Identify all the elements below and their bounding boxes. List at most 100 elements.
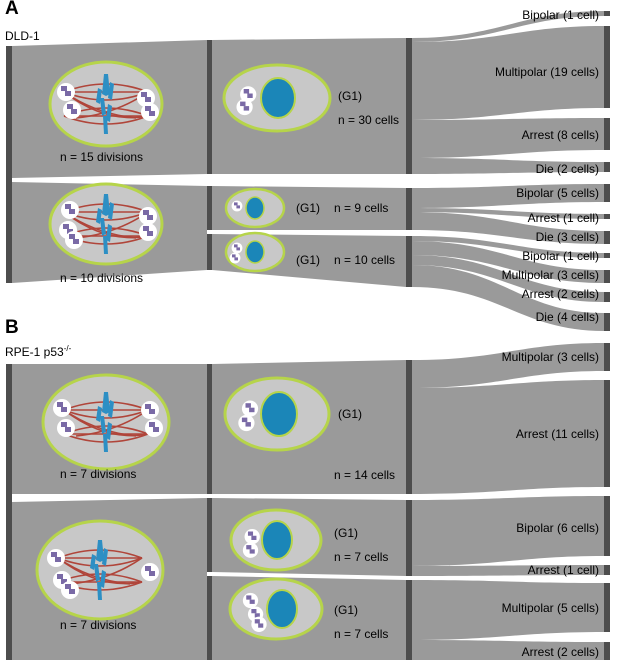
count-label-b2a: n = 7 cells [334, 550, 388, 564]
flow-b-arrest2 [412, 640, 604, 660]
node-bar-a1-mid [207, 40, 212, 174]
outcome-label-a-bipolar5: Bipolar (5 cells) [516, 186, 599, 200]
g1-cell-a2b [224, 231, 286, 273]
flow-a-bipolar1 [412, 11, 604, 42]
flow-a-die2 [412, 158, 604, 174]
outcome-bar-a-multipolar19 [604, 26, 610, 108]
outcome-label-b-arrest2: Arrest (2 cells) [522, 645, 599, 659]
node-bar-b1-mid [207, 364, 212, 494]
outcome-bar-a-die3 [604, 231, 610, 244]
outcome-label-b-arrest11: Arrest (11 cells) [516, 427, 599, 441]
divisions-label-b1: n = 7 divisions [60, 467, 136, 481]
outcome-label-b-multipolar5: Multipolar (5 cells) [502, 601, 599, 615]
g1-cell-a2a [224, 187, 286, 229]
outcome-bar-a-multipolar3 [604, 270, 610, 283]
node-bar-a2a-mid [207, 186, 212, 230]
node-bar-a2b-mid [207, 234, 212, 270]
g1-cell-b2b [228, 577, 324, 641]
cell-line-label-a: DLD-1 [5, 29, 40, 43]
flow-a-bipolar1b [412, 236, 604, 258]
flow-b-multipolar3 [412, 343, 604, 388]
panel-letter-b: B [5, 317, 19, 338]
node-bars-b [6, 343, 610, 660]
flow-a-bipolar5 [412, 184, 604, 208]
phase-label-b1: (G1) [338, 407, 362, 421]
outcome-bar-b-multipolar5 [604, 583, 610, 632]
outcome-label-a-bipolar1: Bipolar (1 cell) [522, 8, 599, 22]
divisions-label-a1: n = 15 divisions [60, 150, 143, 164]
outcome-label-a-die3: Die (3 cells) [536, 230, 599, 244]
node-bar-b-start [6, 364, 12, 660]
panel-a: A DLD-1 [5, 0, 610, 331]
outcome-bar-b-arrest1 [604, 565, 610, 575]
mitotic-cell-b2 [35, 519, 165, 621]
outcome-label-b-bipolar6: Bipolar (6 cells) [516, 521, 599, 535]
node-bar-a1-right [406, 38, 412, 174]
flow-b-multipolar5 [412, 580, 604, 640]
mitotic-cell-b1 [41, 373, 171, 471]
divisions-label-a2: n = 10 divisions [60, 271, 143, 285]
node-bars-a [6, 11, 610, 331]
outcome-bar-a-bipolar5 [604, 184, 610, 202]
flow-a-multipolar3 [412, 241, 604, 283]
mitotic-cell-a1 [48, 60, 164, 148]
outcome-label-b-multipolar3: Multipolar (3 cells) [502, 350, 599, 364]
g1-cell-b1 [223, 376, 331, 452]
g1-cell-a1 [222, 63, 332, 133]
outcome-bar-b-bipolar6 [604, 496, 610, 556]
panel-b: B RPE-1 p53-/- [5, 317, 610, 660]
flow-a-arrest2 [412, 255, 604, 302]
phase-label-a2a: (G1) [296, 201, 320, 215]
flow-b-arrest11 [412, 380, 604, 494]
outcome-labels-b: Multipolar (3 cells) Arrest (11 cells) B… [502, 350, 599, 659]
flow-a-arrest1 [412, 208, 604, 219]
flow-a-die3 [412, 212, 604, 244]
outcome-bar-a-die4 [604, 313, 610, 331]
mitotic-cell-a2 [48, 182, 164, 266]
outcome-label-a-arrest2: Arrest (2 cells) [522, 287, 599, 301]
phase-label-a2b: (G1) [296, 253, 320, 267]
node-bar-a2b-right [406, 236, 412, 287]
node-bar-b1-right [406, 360, 412, 494]
flow-a-die4 [412, 265, 604, 331]
node-bar-a2a-right [406, 188, 412, 230]
node-bar-b2a-right [406, 500, 412, 576]
panel-letter-a: A [5, 0, 19, 19]
outcome-bar-a-arrest1 [604, 214, 610, 219]
flow-b-arrest1 [412, 565, 604, 576]
outcome-label-a-arrest1: Arrest (1 cell) [528, 211, 599, 225]
count-label-b1: n = 14 cells [334, 468, 395, 482]
flow-a-arrest8 [412, 118, 604, 158]
outcome-label-a-arrest8: Arrest (8 cells) [522, 128, 599, 142]
outcome-label-a-multipolar19: Multipolar (19 cells) [495, 65, 599, 79]
outcome-label-a-die4: Die (4 cells) [536, 310, 599, 324]
phase-label-b2a: (G1) [334, 526, 358, 540]
node-bar-b2b-right [406, 580, 412, 660]
node-bar-a-start [6, 46, 12, 283]
outcome-bar-a-arrest2 [604, 292, 610, 302]
outcome-label-a-multipolar3: Multipolar (3 cells) [502, 268, 599, 282]
outcome-bar-a-bipolar1 [604, 11, 610, 16]
outcome-label-b-arrest1: Arrest (1 cell) [528, 563, 599, 577]
cell-line-label-b: RPE-1 p53-/- [5, 344, 72, 359]
flow-b-bipolar6 [412, 496, 604, 566]
outcome-labels-a: Bipolar (1 cell) Multipolar (19 cells) A… [495, 8, 599, 324]
outcome-label-a-bipolar1b: Bipolar (1 cell) [522, 249, 599, 263]
g1-cell-b2a [229, 508, 323, 572]
count-label-a2b: n = 10 cells [334, 253, 395, 267]
phase-label-b2b: (G1) [334, 603, 358, 617]
divisions-label-b2: n = 7 divisions [60, 618, 136, 632]
outcome-label-a-die2: Die (2 cells) [536, 162, 599, 176]
outcome-bar-b-arrest2 [604, 642, 610, 660]
outcome-bar-a-bipolar1b [604, 253, 610, 258]
outcome-bar-b-multipolar3 [604, 343, 610, 371]
outcome-bar-a-die2 [604, 162, 610, 172]
node-bar-b2b-mid [207, 576, 212, 660]
node-bar-b2a-mid [207, 498, 212, 572]
count-label-b2b: n = 7 cells [334, 627, 388, 641]
count-label-a2a: n = 9 cells [334, 201, 388, 215]
count-label-a1: n = 30 cells [338, 113, 399, 127]
phase-label-a1: (G1) [338, 89, 362, 103]
outcome-bar-b-arrest11 [604, 380, 610, 487]
